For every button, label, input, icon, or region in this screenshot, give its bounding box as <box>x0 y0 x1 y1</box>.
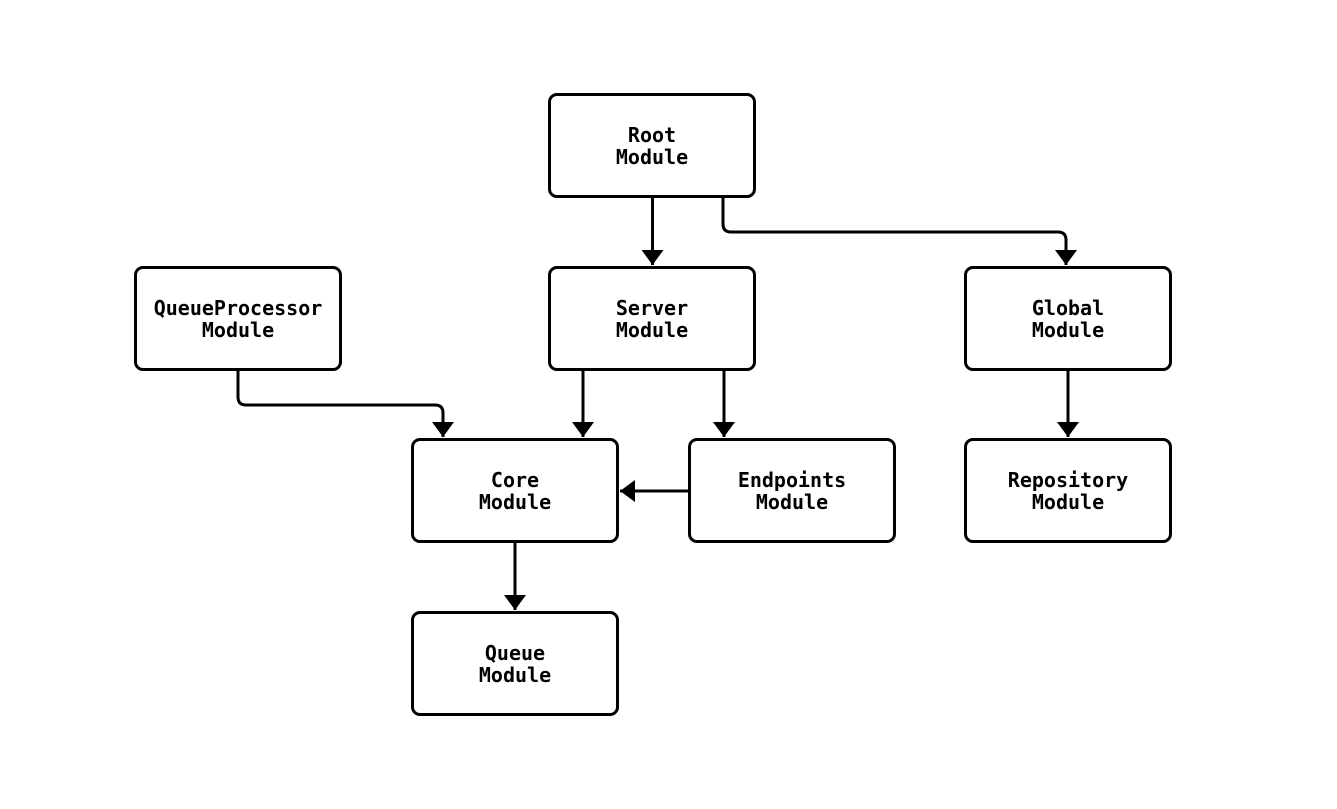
node-queue-module: Queue Module <box>411 611 619 716</box>
node-repository-title: Repository <box>1007 467 1129 492</box>
node-repository-module: Repository Module <box>964 438 1172 543</box>
node-endpoints-title: Endpoints <box>737 467 847 492</box>
node-queueprocessor-title: QueueProcessor <box>153 295 323 320</box>
edge-root-to-global <box>721 198 1077 265</box>
edge-queueprocessor-to-core <box>236 371 454 437</box>
node-global-module: Global Module <box>964 266 1172 371</box>
node-endpoints-module: Endpoints Module <box>688 438 896 543</box>
node-server-title: Server <box>615 295 689 320</box>
node-core-title: Core <box>490 467 540 492</box>
node-queue-subtitle: Module <box>478 662 552 687</box>
node-server-module: Server Module <box>548 266 756 371</box>
node-repository-subtitle: Module <box>1031 489 1105 514</box>
node-server-subtitle: Module <box>615 317 689 342</box>
node-queue-title: Queue <box>484 640 546 665</box>
node-root-title: Root <box>627 122 677 147</box>
node-endpoints-subtitle: Module <box>755 489 829 514</box>
node-queueprocessor-subtitle: Module <box>201 317 275 342</box>
node-global-subtitle: Module <box>1031 317 1105 342</box>
node-root-module: Root Module <box>548 93 756 198</box>
node-core-module: Core Module <box>411 438 619 543</box>
node-queueprocessor-module: QueueProcessor Module <box>134 266 342 371</box>
node-core-subtitle: Module <box>478 489 552 514</box>
node-root-subtitle: Module <box>615 144 689 169</box>
node-global-title: Global <box>1031 295 1105 320</box>
